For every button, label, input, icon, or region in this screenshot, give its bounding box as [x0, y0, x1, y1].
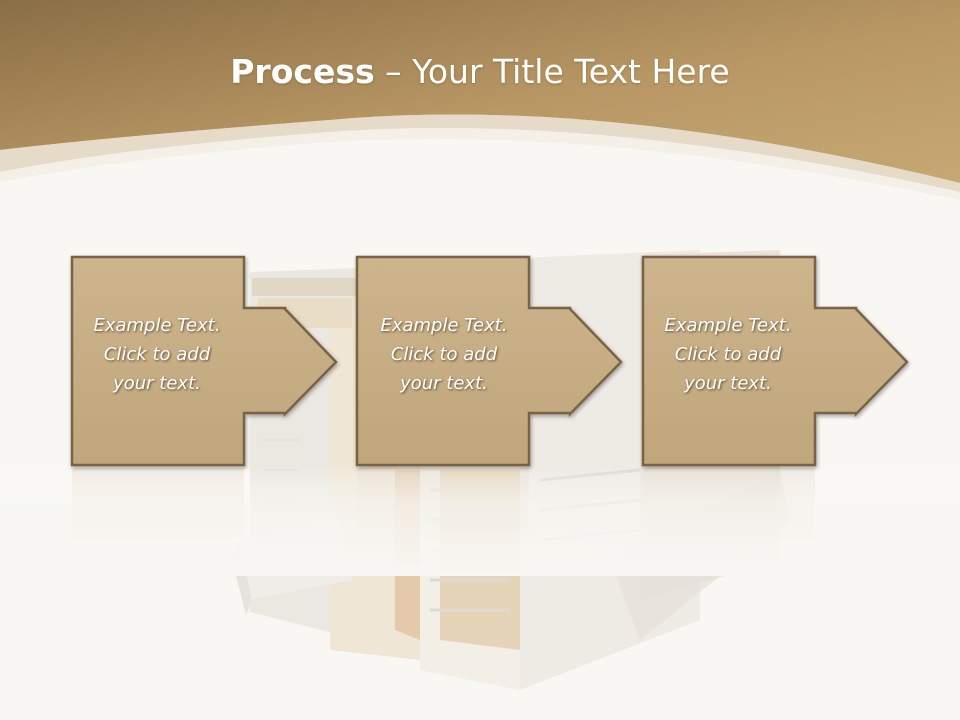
process-step-2-shape — [355, 255, 623, 467]
step-line: Click to add — [103, 344, 211, 365]
step-line: your text. — [113, 373, 201, 394]
process-step-3-text[interactable]: Example Text. Click to add your text. — [641, 311, 815, 398]
step-line: Example Text. — [664, 315, 792, 336]
process-step-2-text[interactable]: Example Text. Click to add your text. — [357, 311, 531, 398]
title-rest: – Your Title Text Here — [374, 52, 730, 91]
title-bold: Process — [230, 52, 375, 91]
step-line: your text. — [400, 373, 488, 394]
process-step-3-shape — [641, 255, 909, 467]
header-banner — [0, 0, 960, 183]
step-line: Example Text. — [380, 315, 508, 336]
step-line: Click to add — [390, 344, 498, 365]
slide-title[interactable]: Process – Your Title Text Here — [0, 52, 960, 91]
step-line: Example Text. — [93, 315, 221, 336]
step-line: your text. — [684, 373, 772, 394]
process-step-1-text[interactable]: Example Text. Click to add your text. — [70, 311, 244, 398]
process-step-1-shape — [70, 255, 338, 467]
step-line: Click to add — [674, 344, 782, 365]
header-curve-highlight — [0, 114, 960, 192]
